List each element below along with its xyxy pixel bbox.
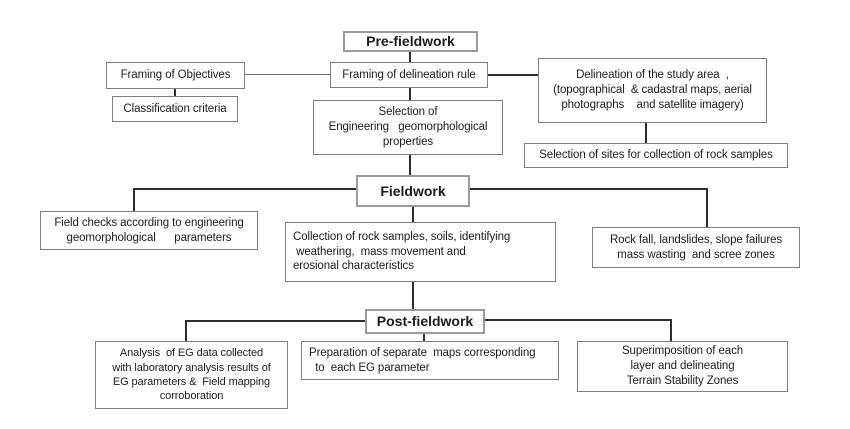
node-analysis-eg-data: Analysis of EG data collected with labor…	[95, 341, 288, 409]
node-framing-objectives: Framing of Objectives	[106, 62, 245, 89]
connector-post-to-analysis	[185, 320, 187, 341]
node-selection-of-sites: Selection of sites for collection of roc…	[524, 143, 788, 168]
connector-fieldwork-right-horizontal	[470, 188, 708, 190]
connector-objectives-to-classification	[174, 89, 176, 96]
connector-framing-rule-to-delineation-area	[488, 74, 538, 76]
node-framing-delineation-rule: Framing of delineation rule	[330, 62, 488, 88]
node-delineation-study-area: Delineation of the study area , (topogra…	[538, 58, 767, 123]
connector-collection-to-post-fieldwork	[412, 282, 414, 309]
connector-fieldwork-left-horizontal	[133, 188, 356, 190]
node-pre-fieldwork: Pre-fieldwork	[343, 31, 478, 52]
connector-post-to-superimposition	[670, 319, 672, 341]
node-superimposition: Superimposition of each layer and deline…	[577, 341, 788, 392]
connector-post-left-horizontal	[185, 320, 365, 322]
connector-fieldwork-to-rock-fall	[706, 188, 708, 227]
connector-post-right-horizontal	[485, 319, 672, 321]
connector-pre-to-framing-rule	[409, 52, 411, 62]
connector-fieldwork-to-collection	[412, 207, 414, 222]
connector-delineation-area-to-selection-sites	[645, 123, 647, 143]
node-classification-criteria: Classification criteria	[112, 96, 238, 122]
connector-post-to-preparation	[423, 334, 425, 341]
connector-selection-properties-to-fieldwork	[409, 155, 411, 175]
connector-framing-rule-to-selection-properties	[409, 88, 411, 100]
node-selection-eg-properties: Selection of Engineering geomorphologica…	[313, 100, 503, 155]
node-fieldwork: Fieldwork	[356, 175, 470, 207]
connector-objectives-to-framing-rule	[245, 74, 330, 75]
node-preparation-maps: Preparation of separate maps correspondi…	[301, 341, 559, 380]
connector-fieldwork-to-field-checks	[133, 188, 135, 211]
node-post-fieldwork: Post-fieldwork	[365, 309, 485, 334]
node-field-checks: Field checks according to engineering ge…	[40, 211, 258, 250]
node-collection-rock-samples: Collection of rock samples, soils, ident…	[285, 222, 556, 282]
node-rock-fall-landslides: Rock fall, landslides, slope failures ma…	[592, 227, 800, 268]
